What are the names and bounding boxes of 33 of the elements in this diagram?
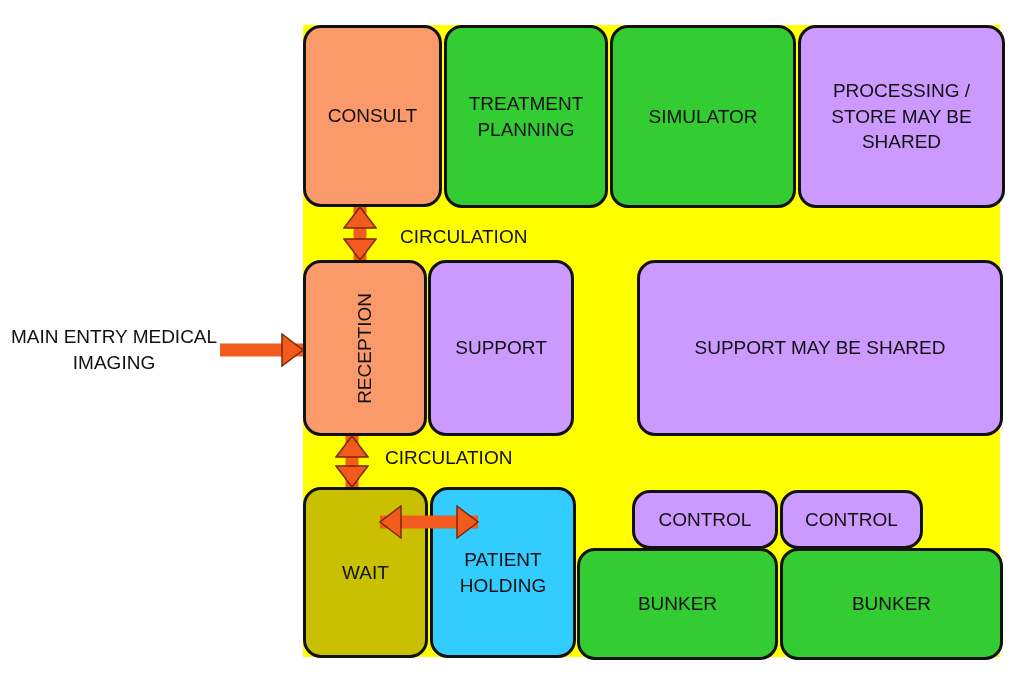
room-block [430,487,576,658]
room-label: BUNKER [636,592,719,617]
room-label: RECEPTION [353,292,377,404]
room-block [428,260,574,436]
room-block [798,25,1005,208]
arrow [220,333,304,367]
room-label: SUPPORT MAY BE SHARED [693,336,947,361]
double-arrow [379,505,479,539]
room-label: BUNKER [850,592,933,617]
room-label: PATIENT HOLDING [458,547,548,598]
room-block [303,487,428,658]
room-block [632,490,778,549]
room-block [303,25,442,207]
room-label: TREATMENT PLANNING [467,91,585,142]
area-label: CIRCULATION [385,446,513,470]
entry-text: MAIN ENTRY MEDICAL IMAGING [9,325,219,375]
room-block [444,25,608,208]
room-label: PROCESSING / STORE MAY BE SHARED [830,79,973,155]
room-block [577,548,778,660]
room-block [780,548,1003,660]
room-block [780,490,923,549]
room-label: WAIT [341,560,390,585]
room-label: SIMULATOR [647,104,759,129]
room-label: SUPPORT [454,336,548,361]
double-arrow [335,435,369,488]
room-label: CONTROL [804,507,899,532]
room-block [637,260,1003,436]
room-label: CONSULT [326,104,419,129]
double-arrow [343,206,377,261]
area-label: CIRCULATION [400,225,528,249]
room-block [610,25,796,208]
room-block [303,260,427,436]
room-label: CONTROL [657,507,753,532]
